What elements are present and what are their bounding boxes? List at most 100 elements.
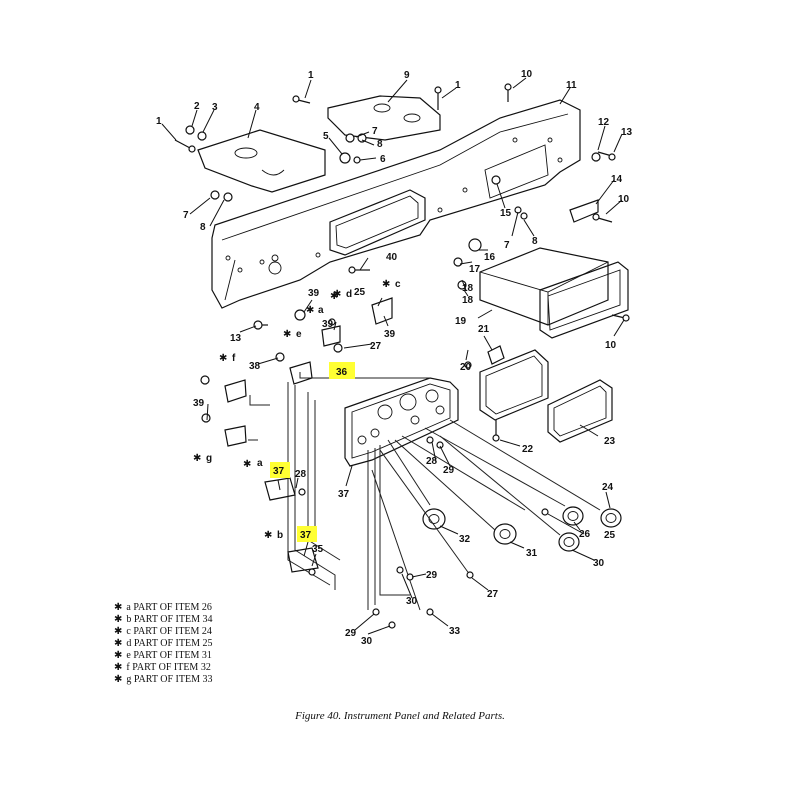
callout-label: 14 bbox=[611, 174, 623, 185]
legend-star: ✱ bbox=[114, 674, 123, 685]
note-star: ✱ bbox=[330, 291, 338, 302]
bolt bbox=[492, 420, 500, 442]
callout-label: 30 bbox=[593, 558, 605, 569]
gauge-32 bbox=[493, 523, 517, 545]
top-bracket-left bbox=[197, 129, 326, 193]
legend-row: ✱f PART OF ITEM 32 bbox=[114, 662, 211, 673]
callout-label: 39 bbox=[384, 329, 396, 340]
callout-label: 39 bbox=[308, 288, 320, 299]
note-marks: ✱ a ✱ b ✱ c ✱ d ✱ e ✱ f ✱ g ✱ a ✱ b bbox=[193, 279, 401, 541]
figure-caption: Figure 40. Instrument Panel and Related … bbox=[295, 710, 505, 722]
bolt bbox=[174, 139, 196, 153]
legend-letter: f bbox=[126, 662, 130, 673]
highlight-box bbox=[270, 462, 290, 478]
legend-letter: c bbox=[126, 626, 131, 637]
callout-label: 20 bbox=[460, 362, 472, 373]
callout-label: 37 bbox=[273, 466, 285, 477]
callout-label: 35 bbox=[312, 544, 324, 555]
legend-text: PART OF ITEM 33 bbox=[133, 674, 213, 685]
callout-label: 28 bbox=[295, 469, 307, 480]
bolt bbox=[592, 213, 613, 223]
callout-label: 12 bbox=[598, 117, 610, 128]
callout-label: 24 bbox=[602, 482, 614, 493]
legend-letter: a bbox=[126, 602, 131, 613]
callout-label: 19 bbox=[455, 316, 467, 327]
callout-label: 27 bbox=[487, 589, 499, 600]
callout-label: 25 bbox=[354, 287, 366, 298]
callout-label: 25 bbox=[604, 530, 616, 541]
note-star: ✱ bbox=[243, 459, 251, 470]
legend-star: ✱ bbox=[114, 626, 123, 637]
callout-label: 9 bbox=[404, 70, 410, 81]
callout-label: 31 bbox=[526, 548, 538, 559]
legend-star: ✱ bbox=[114, 650, 123, 661]
legend-letter: b bbox=[126, 614, 132, 625]
callout-label: 13 bbox=[230, 333, 242, 344]
legend-letter: e bbox=[126, 650, 131, 661]
callout-label: 16 bbox=[484, 252, 496, 263]
legend-text: PART OF ITEM 24 bbox=[133, 626, 212, 637]
note-letter: a bbox=[318, 305, 324, 316]
note-star: ✱ bbox=[382, 279, 390, 290]
callout-label: 11 bbox=[566, 80, 577, 91]
legend-text: PART OF ITEM 34 bbox=[133, 614, 213, 625]
legend-row: ✱d PART OF ITEM 25 bbox=[114, 638, 212, 649]
note-star: ✱ bbox=[283, 329, 291, 340]
callout-label: 39 bbox=[193, 398, 205, 409]
callout-label: 21 bbox=[478, 324, 490, 335]
callout-label: 3 bbox=[212, 102, 218, 113]
callout-label: 7 bbox=[372, 126, 378, 137]
callout-label: 7 bbox=[504, 240, 510, 251]
callout-label: 8 bbox=[200, 222, 206, 233]
legend-letter: g bbox=[126, 674, 132, 685]
highlight-box bbox=[329, 362, 355, 379]
bolt bbox=[434, 86, 442, 110]
gauge-25 bbox=[562, 506, 584, 526]
callout-label: 40 bbox=[386, 252, 398, 263]
legend-star: ✱ bbox=[114, 602, 123, 613]
callout-label: 29 bbox=[443, 465, 455, 476]
callout-label: 26 bbox=[579, 529, 591, 540]
callout-label: 7 bbox=[183, 210, 189, 221]
defroster-duct bbox=[479, 247, 629, 339]
bolt bbox=[504, 83, 512, 102]
callout-label: 39 bbox=[322, 319, 334, 330]
callout-label: 10 bbox=[521, 69, 533, 80]
note-letter: g bbox=[206, 453, 212, 464]
legend-text: PART OF ITEM 32 bbox=[132, 662, 211, 673]
callout-label: 36 bbox=[336, 367, 348, 378]
highlight-box bbox=[297, 526, 317, 542]
callout-label: 6 bbox=[380, 154, 386, 165]
legend-star: ✱ bbox=[114, 614, 123, 625]
note-letter: f bbox=[232, 353, 236, 364]
note-letter: b bbox=[277, 530, 283, 541]
gauges bbox=[422, 506, 622, 552]
callout-label: 38 bbox=[249, 361, 261, 372]
callout-label: 1 bbox=[156, 116, 162, 127]
highlights bbox=[270, 362, 355, 542]
callout-label: 1 bbox=[308, 70, 314, 81]
leader-lines bbox=[161, 77, 625, 635]
callout-label: 15 bbox=[500, 208, 512, 219]
note-star: ✱ bbox=[264, 530, 272, 541]
dash-frame bbox=[211, 99, 581, 309]
bolt bbox=[348, 266, 370, 274]
gauge-33 bbox=[422, 508, 446, 530]
note-letter: a bbox=[257, 458, 263, 469]
callout-label: 28 bbox=[426, 456, 438, 467]
instrument-panel bbox=[344, 377, 459, 467]
duct-gaskets bbox=[479, 349, 613, 443]
legend-row: ✱g PART OF ITEM 33 bbox=[114, 674, 212, 685]
callout-labels: 1 1 1 2 3 4 5 6 7 7 7 8 8 8 9 10 10 10 1… bbox=[156, 69, 633, 647]
legend-text: PART OF ITEM 26 bbox=[133, 602, 212, 613]
callout-label: 8 bbox=[532, 236, 538, 247]
wiring-harness bbox=[248, 372, 601, 611]
callout-label: 18 bbox=[462, 295, 474, 306]
callout-label: 29 bbox=[426, 570, 438, 581]
note-star: ✱ bbox=[306, 305, 314, 316]
callout-label: 32 bbox=[459, 534, 471, 545]
legend-text: PART OF ITEM 31 bbox=[133, 650, 212, 661]
legend-star: ✱ bbox=[114, 638, 123, 649]
callout-label: 2 bbox=[194, 101, 200, 112]
